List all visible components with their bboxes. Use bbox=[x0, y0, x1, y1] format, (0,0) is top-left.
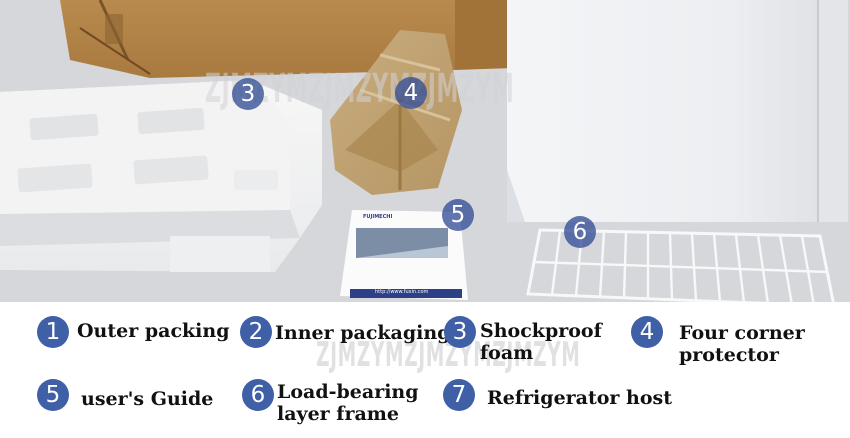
photo-scene bbox=[0, 0, 850, 302]
legend-label: Load-bearing layer frame bbox=[277, 381, 419, 425]
legend-number: 6 bbox=[242, 379, 274, 411]
outer-packing-box bbox=[60, 0, 512, 78]
legend-number: 4 bbox=[631, 316, 663, 348]
legend-number: 2 bbox=[240, 316, 272, 348]
marker-3: 3 bbox=[232, 78, 264, 110]
legend-label: Refrigerator host bbox=[487, 387, 673, 409]
legend-number: 3 bbox=[444, 316, 476, 348]
legend-number: 7 bbox=[443, 379, 475, 411]
parts-legend: ZJMZYMZJMZYMZJMZYM 1 Outer packing 2 Inn… bbox=[0, 302, 850, 438]
legend-item-refrigerator-host: 7 Refrigerator host bbox=[443, 379, 672, 411]
legend-number: 5 bbox=[37, 379, 69, 411]
legend-label: Outer packing bbox=[77, 320, 230, 342]
legend-label: Four corner protector bbox=[679, 322, 805, 366]
booklet-footer: http://www.fuxin.com bbox=[375, 289, 429, 295]
marker-6: 6 bbox=[564, 216, 596, 248]
legend-label: Inner packaging bbox=[275, 322, 451, 344]
legend-item-outer-packing: 1 Outer packing bbox=[37, 316, 230, 348]
marker-5: 5 bbox=[442, 199, 474, 231]
legend-label: user's Guide bbox=[81, 388, 214, 410]
product-photo: ZJMZYMZJMZYMZJMZYM 3 4 5 6 FUJIMECHI htt… bbox=[0, 0, 850, 302]
legend-item-load-bearing-frame: 6 Load-bearing layer frame bbox=[242, 379, 427, 425]
users-guide-booklet bbox=[340, 210, 468, 300]
refrigerator-host bbox=[507, 0, 848, 222]
legend-label: Shockproof foam bbox=[480, 320, 602, 364]
marker-4: 4 bbox=[395, 77, 427, 109]
legend-item-four-corner-protector: 4 Four corner protector bbox=[631, 316, 809, 366]
legend-number: 1 bbox=[37, 316, 69, 348]
legend-item-inner-packaging: 2 Inner packaging bbox=[240, 316, 450, 348]
legend-item-users-guide: 5 user's Guide bbox=[37, 379, 213, 411]
shockproof-foam bbox=[0, 80, 322, 272]
booklet-brand: FUJIMECHI bbox=[363, 214, 393, 220]
load-bearing-frame bbox=[526, 228, 835, 302]
legend-item-shockproof-foam: 3 Shockproof foam bbox=[444, 316, 605, 364]
